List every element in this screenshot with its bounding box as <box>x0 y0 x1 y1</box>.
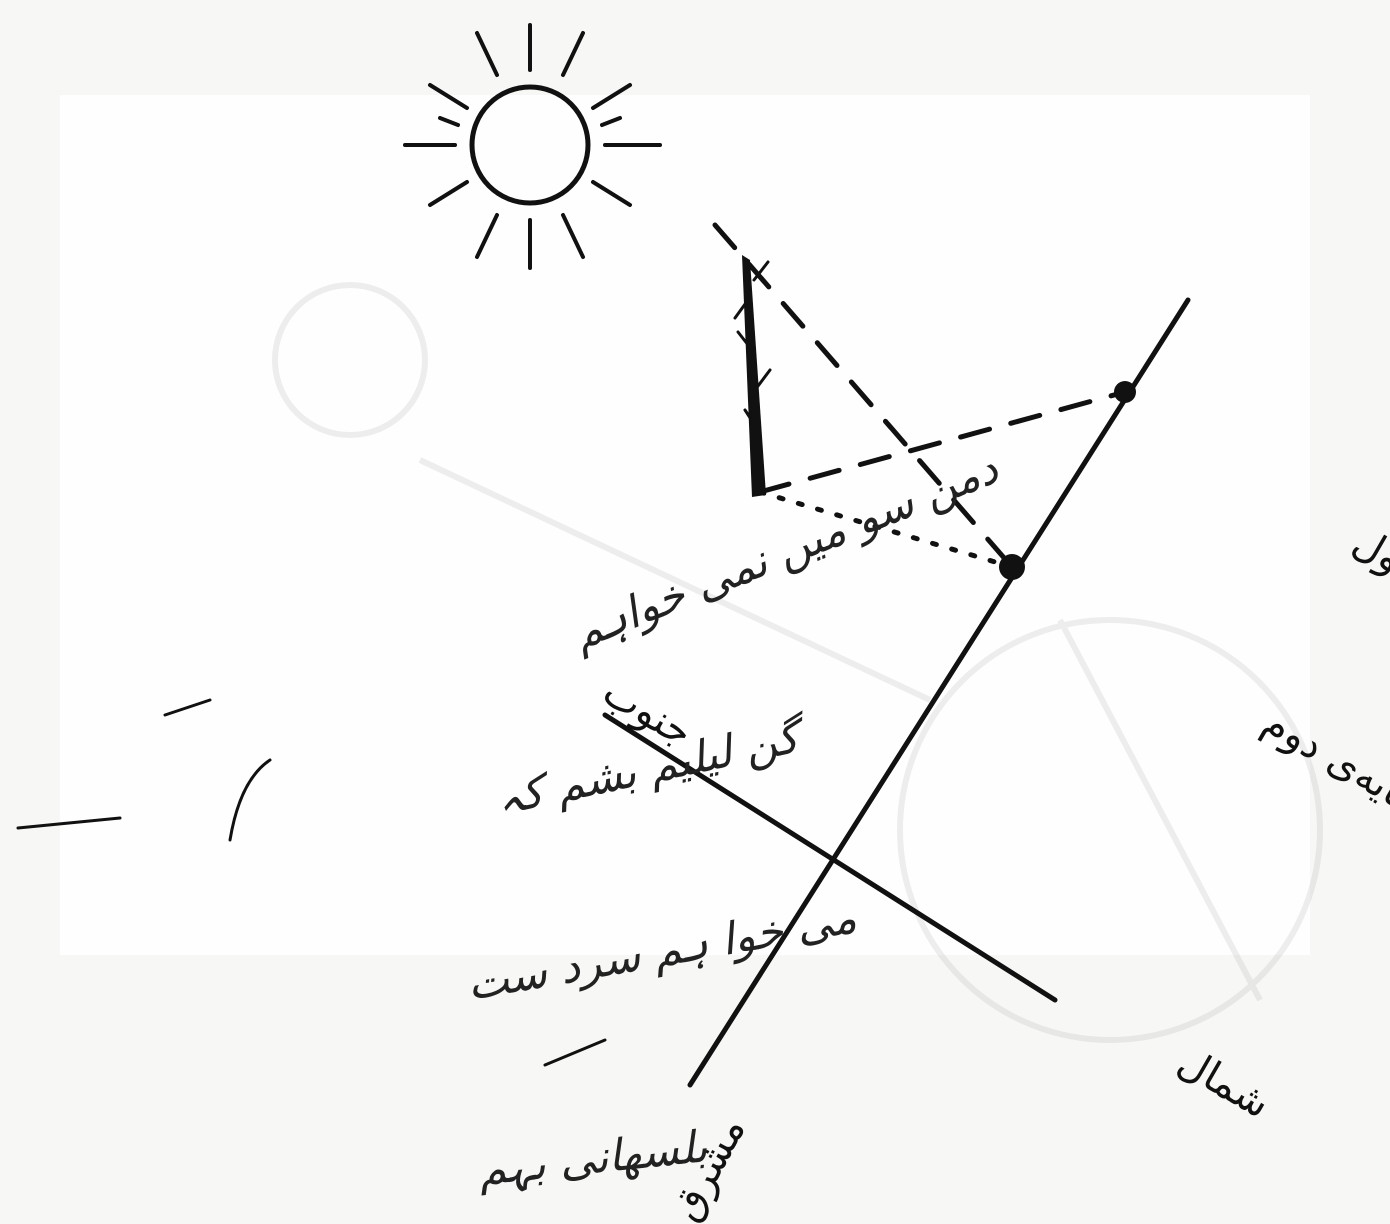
paper-sheet <box>60 95 1310 955</box>
second-shadow-point <box>999 554 1025 580</box>
first-shadow-point <box>1114 381 1136 403</box>
